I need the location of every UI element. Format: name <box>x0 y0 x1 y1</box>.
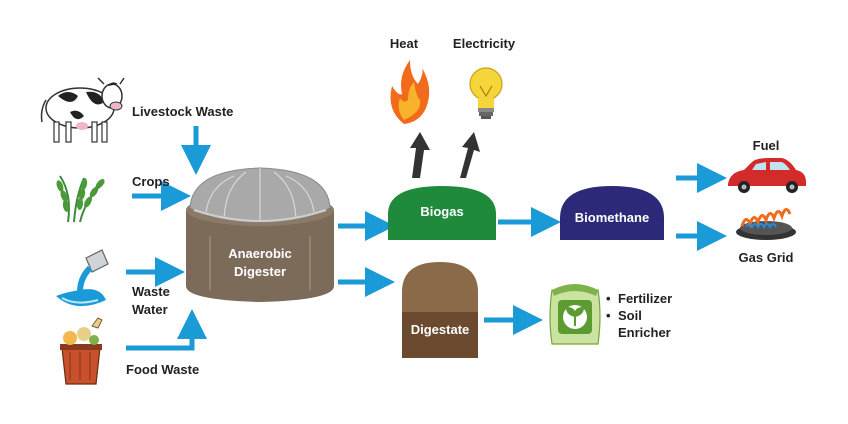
food-bin-icon <box>60 317 103 385</box>
gas-burner-icon <box>736 208 796 240</box>
output-arrows-up <box>410 132 480 178</box>
flame-icon <box>390 60 430 124</box>
biomethane-tank <box>560 186 664 240</box>
car-icon <box>728 158 806 193</box>
label-water: Water <box>132 302 168 317</box>
water-bucket-icon <box>56 249 109 307</box>
digestate-tank <box>402 262 478 358</box>
label-digester-line2: Digester <box>233 264 287 279</box>
digestate-outputs-list: Fertilizer Soil Enricher <box>606 290 678 341</box>
biogas-tank <box>388 186 496 240</box>
label-digester-line1: Anaerobic <box>228 246 292 261</box>
label-biomethane: Biomethane <box>574 210 650 225</box>
list-item-soil-enricher: Soil Enricher <box>606 307 678 341</box>
input-arrows <box>126 126 727 351</box>
label-crops: Crops <box>132 174 170 189</box>
label-biogas: Biogas <box>420 204 464 219</box>
light-bulb-icon <box>469 67 503 119</box>
label-digestate: Digestate <box>410 322 470 337</box>
list-item-fertilizer: Fertilizer <box>606 290 678 307</box>
label-fuel: Fuel <box>752 138 780 153</box>
anaerobic-digester <box>186 167 334 302</box>
fertilizer-bag-icon <box>549 284 601 345</box>
label-gas-grid: Gas Grid <box>738 250 794 265</box>
cow-icon <box>40 77 125 143</box>
label-livestock-waste: Livestock Waste <box>132 104 234 119</box>
arrow-food <box>126 309 207 351</box>
label-waste: Waste <box>132 284 170 299</box>
label-heat: Heat <box>389 36 419 51</box>
wheat-icon <box>56 175 105 223</box>
label-food-waste: Food Waste <box>126 362 200 377</box>
label-electricity: Electricity <box>452 36 516 51</box>
